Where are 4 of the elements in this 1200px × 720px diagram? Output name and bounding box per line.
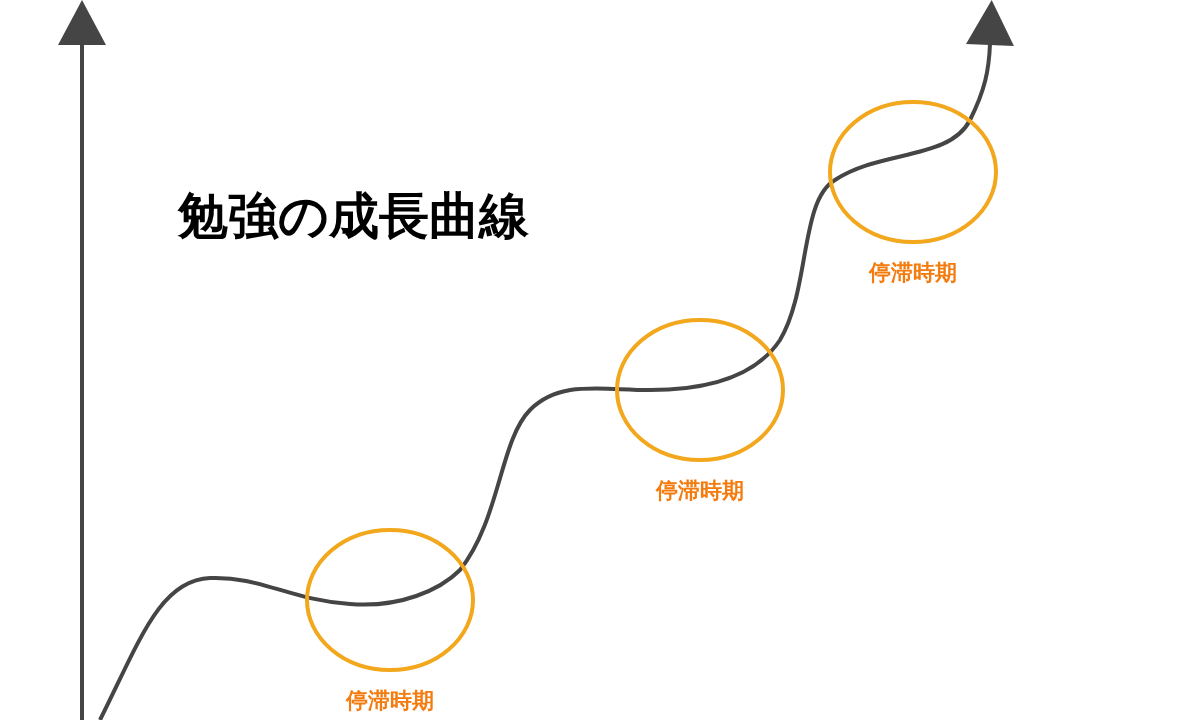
stage-label: 停滞時期 xyxy=(346,688,434,714)
title: 勉強の成長曲線 xyxy=(178,186,529,247)
stage-label: 停滞時期 xyxy=(869,260,957,286)
stage-label: 停滞時期 xyxy=(656,478,744,504)
